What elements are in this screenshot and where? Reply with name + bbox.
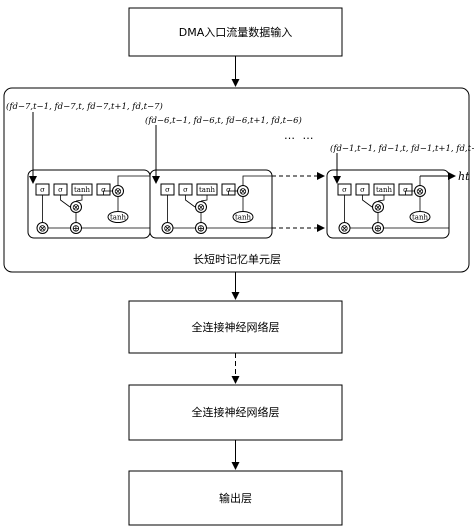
fc2-box — [128, 384, 343, 441]
cell-2-forget-multiply-label: ⊗ — [163, 224, 171, 235]
fc2-box-label: 全连接神经网络层 — [192, 405, 280, 419]
cell-2-output-gate-label: σ — [226, 186, 231, 194]
cell-2-input-multiply-label: ⊗ — [197, 203, 205, 214]
cell-2-output-multiply-label: ⊗ — [239, 187, 247, 198]
cell-3-forget-gate-label: σ — [342, 186, 347, 194]
output-box-label: 输出层 — [219, 491, 252, 505]
cell-1-output-gate-label: σ — [101, 186, 106, 194]
output-box — [128, 470, 343, 526]
cell-1-candidate-gate-label: tanh — [74, 186, 90, 194]
cell-3-output-multiply-label: ⊗ — [416, 187, 424, 198]
input-box — [128, 7, 343, 57]
cell-2-candidate-gate-label: tanh — [199, 186, 215, 194]
cell-1-input-gate-label: σ — [58, 186, 63, 194]
output-ht-label: ht — [458, 170, 470, 183]
cell-3-input-gate-label: σ — [360, 186, 365, 194]
fc1-box — [128, 300, 343, 354]
cell-3-candidate-gate-label: tanh — [376, 186, 392, 194]
ellipsis-top: … … — [284, 129, 316, 142]
cell-1-output-multiply-label: ⊗ — [114, 187, 122, 198]
lstm-cell-2: σ σ tanh σ ⊗ ⊗ ⊕ ⊗ tanh — [149, 125, 273, 239]
fc1-box-label: 全连接神经网络层 — [192, 320, 280, 334]
sequence-label-cell-3: (fd−1,t−1, fd−1,t, fd−1,t+1, fd,t−1) — [330, 143, 474, 154]
cell-3-input-multiply-label: ⊗ — [374, 203, 382, 214]
lstm-layer-label: 长短时记忆单元层 — [193, 252, 281, 266]
lstm-cell-1: σ σ tanh σ ⊗ ⊗ ⊕ ⊗ tanh — [27, 112, 151, 239]
cell-1-input-multiply-label: ⊗ — [72, 203, 80, 214]
cell-1-add-label: ⊕ — [72, 224, 80, 235]
lstm-cell-3: σ σ tanh σ ⊗ ⊗ ⊕ ⊗ tanh — [326, 153, 450, 239]
cell-2-add-label: ⊕ — [197, 224, 205, 235]
cell-3-add-label: ⊕ — [374, 224, 382, 235]
cell-3-output-gate-label: σ — [403, 186, 408, 194]
cell-2-tanh-node-label: tanh — [235, 214, 251, 222]
cell-1-tanh-node-label: tanh — [110, 214, 126, 222]
sequence-label-cell-2: (fd−6,t−1, fd−6,t, fd−6,t+1, fd,t−6) — [145, 115, 302, 126]
cell-1-forget-multiply-label: ⊗ — [38, 224, 46, 235]
cell-3-tanh-node-label: tanh — [412, 214, 428, 222]
cell-2-forget-gate-label: σ — [165, 186, 170, 194]
cell-2-input-gate-label: σ — [183, 186, 188, 194]
sequence-label-cell-1: (fd−7,t−1, fd−7,t, fd−7,t+1, fd,t−7) — [6, 101, 163, 112]
cell-3-forget-multiply-label: ⊗ — [340, 224, 348, 235]
input-box-label: DMA入口流量数据输入 — [179, 25, 293, 39]
cell-1-forget-gate-label: σ — [40, 186, 45, 194]
